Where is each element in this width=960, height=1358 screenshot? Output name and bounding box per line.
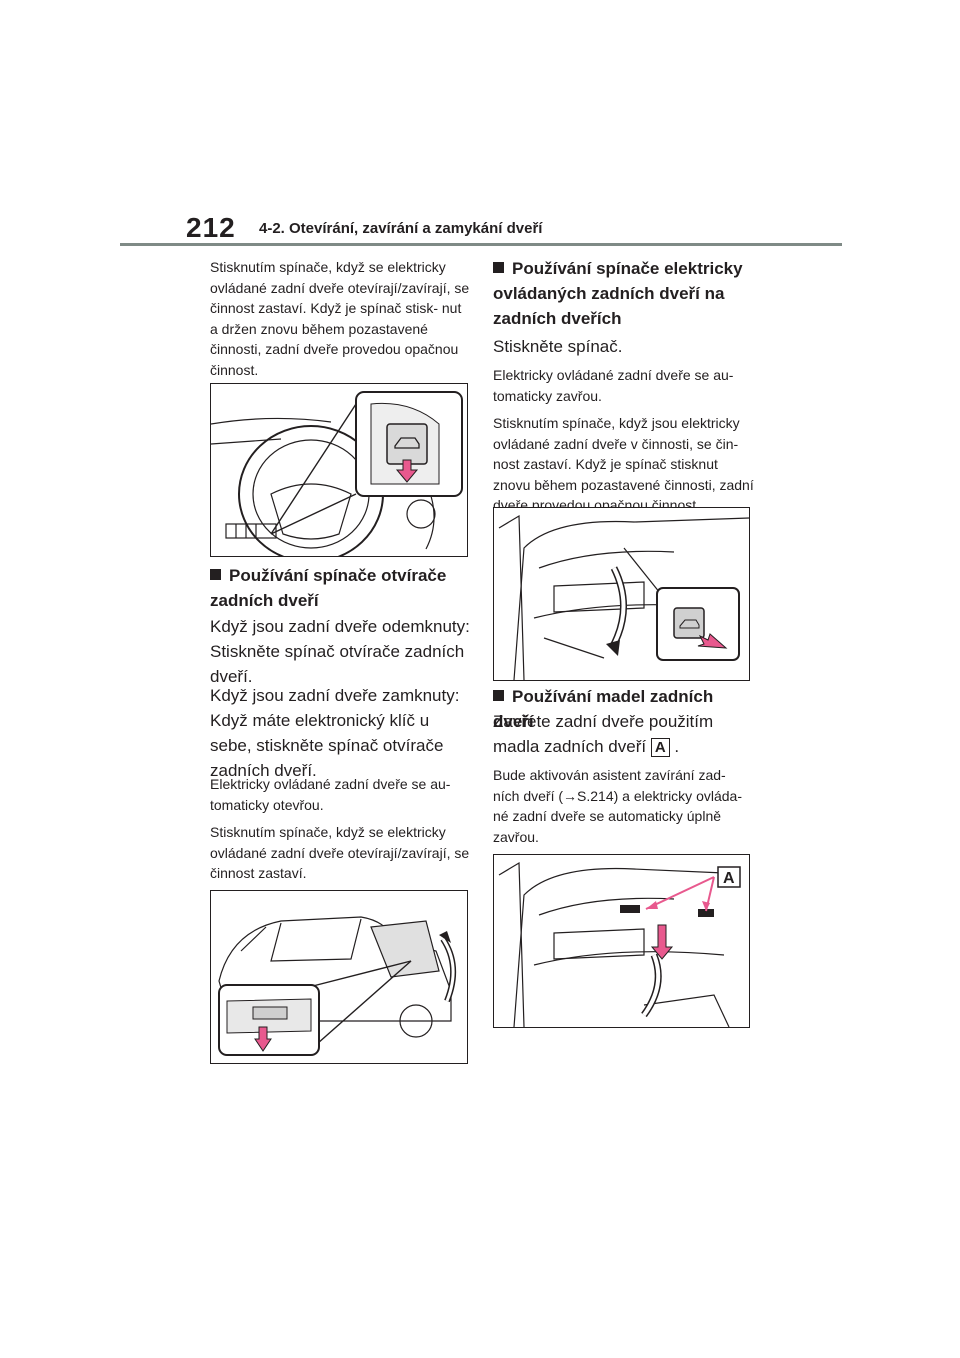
note-stop: Stisknutím spínače, když se elektricky o… xyxy=(210,824,470,881)
header-divider xyxy=(120,243,842,246)
figure-tailgate-switch xyxy=(493,507,750,681)
note-closing-assist: Bude aktivován asistent zavírání zad- ní… xyxy=(493,767,742,845)
locked-instructions: Když jsou zadní dveře zamknuty: Když mát… xyxy=(210,686,460,780)
heading-tailgate-switch: Používání spínače elektricky ovládaných … xyxy=(493,259,743,328)
vehicle-illustration xyxy=(218,916,457,1056)
heading-bullet-icon xyxy=(493,690,504,701)
heading-bullet-icon xyxy=(493,262,504,273)
section-title: 4-2. Otevírání, zavírání a zamykání dveř… xyxy=(259,220,543,237)
heading-tailgate-handles: Používání madel zadních dveří xyxy=(493,687,714,731)
heading-bullet-icon xyxy=(210,569,221,580)
label-a-box: A xyxy=(650,738,670,757)
press-switch-instruction: Stiskněte spínač. xyxy=(493,337,623,356)
heading-opener-switch: Používání spínače otvírače zadních dveří xyxy=(210,566,447,610)
page-number: 212 xyxy=(186,212,236,243)
close-with-handles-instruction: Zavřete zadní dveře použitím madla zadní… xyxy=(493,712,714,757)
figure-label-a: A xyxy=(723,870,735,887)
note-reverse: Stisknutím spínače, když jsou elektricky… xyxy=(493,415,754,513)
figure-dashboard-switch xyxy=(210,383,468,557)
figure-vehicle-rear xyxy=(210,890,468,1064)
intro-paragraph: Stisknutím spínače, když se elektricky o… xyxy=(210,259,470,378)
tailgate-switch-illustration xyxy=(498,514,749,680)
dashboard-illustration xyxy=(211,391,463,556)
note-auto-open: Elektricky ovládané zadní dveře se au- t… xyxy=(210,776,451,813)
note-auto-close: Elektricky ovládané zadní dveře se au- t… xyxy=(493,367,734,404)
unlocked-instructions: Když jsou zadní dveře odemknuty: Stiskně… xyxy=(210,617,470,686)
tailgate-handles-illustration: A xyxy=(498,861,741,1027)
figure-tailgate-handles: A xyxy=(493,854,750,1028)
